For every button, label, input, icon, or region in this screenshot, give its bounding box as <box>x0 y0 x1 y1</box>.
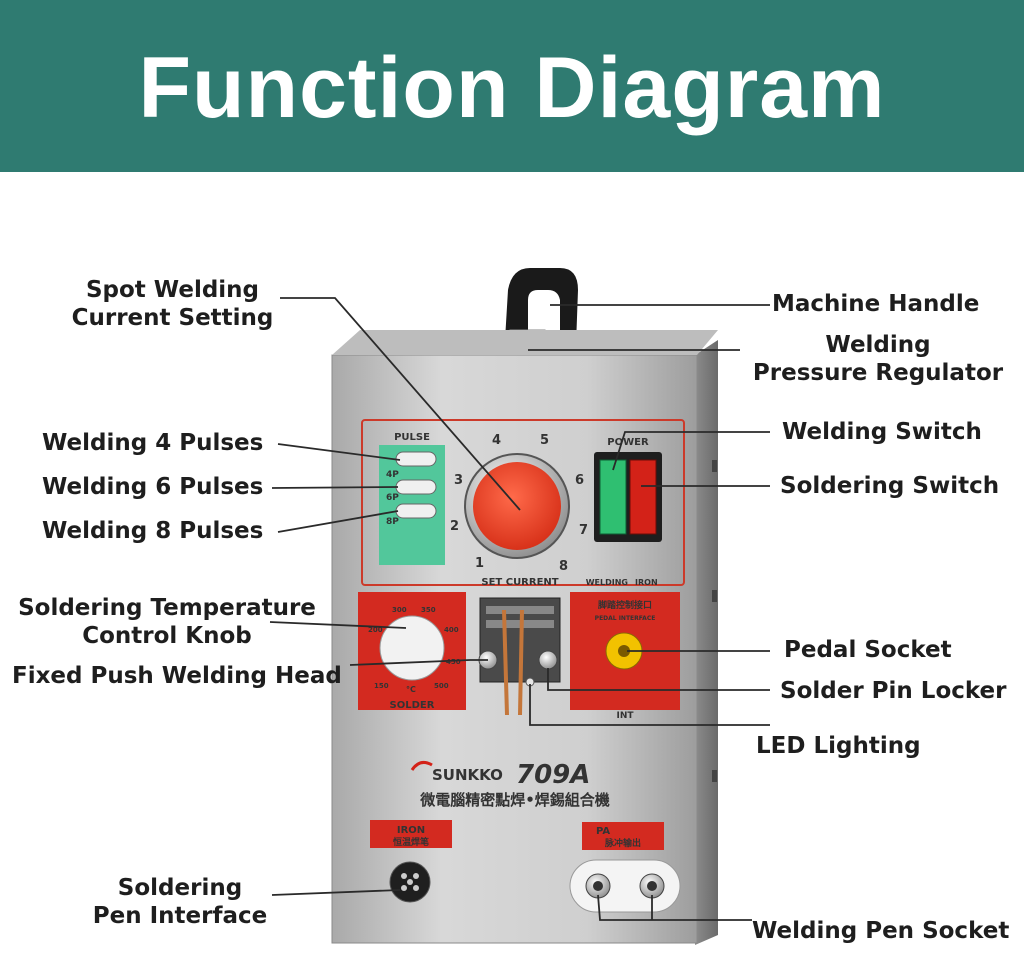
power-switches: POWER WELDING IRON <box>586 437 662 587</box>
label-solder-pin-locker: Solder Pin Locker <box>780 678 1007 704</box>
svg-text:4: 4 <box>492 433 501 448</box>
svg-text:恒温焊笔: 恒温焊笔 <box>393 836 429 848</box>
svg-text:8: 8 <box>559 559 568 574</box>
temperature-knob[interactable] <box>379 615 445 681</box>
svg-text:500: 500 <box>434 682 449 690</box>
leader-lines <box>269 297 770 921</box>
svg-text:PA: PA <box>596 826 610 837</box>
brand-name: SUNKKO <box>432 766 503 784</box>
pedal-panel: 脚踏控制接口 PEDAL INTERFACE INT <box>570 592 680 721</box>
label-soldering-switch: Soldering Switch <box>780 473 1000 499</box>
page-title: Function Diagram <box>138 40 886 136</box>
label-soldering-pen-interface: Soldering Pen Interface <box>92 875 268 929</box>
svg-text:450: 450 <box>446 658 461 666</box>
label-pedal-socket: Pedal Socket <box>784 637 952 663</box>
control-frame <box>361 419 685 586</box>
header-bar: Function Diagram <box>0 0 1024 172</box>
svg-text:300: 300 <box>392 606 407 614</box>
pulse-label-4p: 4P <box>386 470 399 480</box>
solder-label: SOLDER <box>390 700 435 711</box>
solder-pin-locker[interactable] <box>538 650 558 670</box>
model-name: 709A <box>516 760 590 790</box>
label-welding-switch: Welding Switch <box>782 419 982 445</box>
pedal-en-label: PEDAL INTERFACE <box>595 615 656 622</box>
label-welding-8-pulses: Welding 8 Pulses <box>42 518 264 544</box>
label-spot-welding-current: Spot Welding Current Setting <box>71 277 274 331</box>
svg-text:6: 6 <box>575 473 584 488</box>
pulse-label-6p: 6P <box>386 493 399 503</box>
brand-area: SUNKKO 709A 微電腦精密點焊•焊錫組合機 <box>410 760 610 809</box>
label-machine-handle: Machine Handle <box>772 291 980 317</box>
pulse-button-8p[interactable] <box>395 503 437 519</box>
iron-label: IRON <box>635 578 658 587</box>
svg-text:1: 1 <box>475 556 484 571</box>
welding-label: WELDING <box>586 578 628 587</box>
welding-head <box>478 597 561 716</box>
soldering-switch[interactable] <box>629 459 657 535</box>
pulse-panel: PULSE 4P 6P 8P <box>379 432 445 565</box>
label-welding-6-pulses: Welding 6 Pulses <box>42 474 264 500</box>
set-current-label: SET CURRENT <box>481 577 558 588</box>
pulse-title: PULSE <box>394 432 430 443</box>
svg-text:°C: °C <box>406 685 416 694</box>
svg-text:2: 2 <box>450 519 459 534</box>
pulse-label-8p: 8P <box>386 517 399 527</box>
power-label: POWER <box>607 437 649 448</box>
svg-text:3: 3 <box>454 473 463 488</box>
pa-panel: PA 脉冲输出 <box>569 822 681 913</box>
svg-text:IRON: IRON <box>397 825 425 836</box>
solder-temperature-panel: 200 300 350 400 450 500 150 °C SOLDER <box>358 592 466 711</box>
svg-text:350: 350 <box>421 606 436 614</box>
svg-text:7: 7 <box>579 523 588 538</box>
int-label: INT <box>616 711 634 721</box>
pedal-cn-label: 脚踏控制接口 <box>598 599 652 611</box>
label-welding-pen-socket: Welding Pen Socket <box>752 918 1010 944</box>
svg-text:5: 5 <box>540 433 549 448</box>
label-welding-pressure-regulator: Welding Pressure Regulator <box>752 332 1004 386</box>
svg-text:400: 400 <box>444 626 459 634</box>
svg-text:200: 200 <box>368 626 383 634</box>
label-fixed-push-welding-head: Fixed Push Welding Head <box>12 663 342 689</box>
svg-text:150: 150 <box>374 682 389 690</box>
device-subtitle: 微電腦精密點焊•焊錫組合機 <box>419 791 610 809</box>
svg-text:脉冲输出: 脉冲输出 <box>604 837 641 849</box>
pulse-button-4p[interactable] <box>395 451 437 467</box>
label-welding-4-pulses: Welding 4 Pulses <box>42 430 264 456</box>
label-led-lighting: LED Lighting <box>756 733 921 759</box>
pulse-button-6p[interactable] <box>395 479 437 495</box>
label-solder-temperature-knob: Soldering Temperature Control Knob <box>18 595 316 649</box>
welding-switch[interactable] <box>599 459 627 535</box>
iron-panel: IRON 恒温焊笔 <box>370 820 452 903</box>
